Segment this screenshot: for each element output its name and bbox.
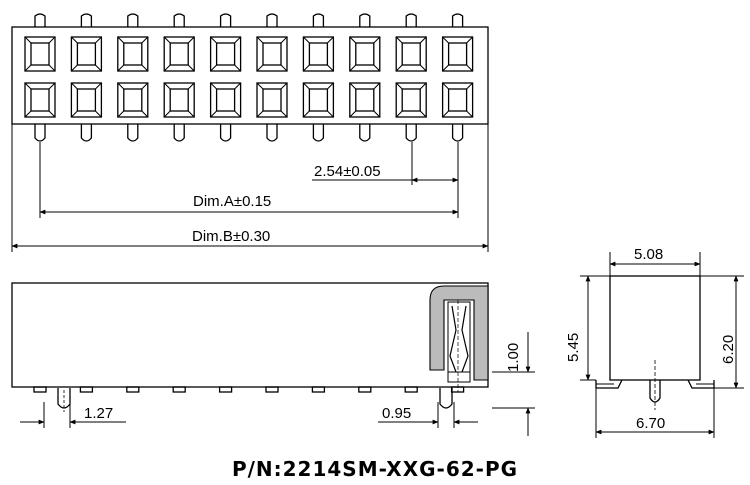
dim-a-label: Dim.A±0.15 xyxy=(193,193,271,210)
side-foot xyxy=(404,386,418,393)
top-pin-stubs xyxy=(34,13,464,27)
part-number: P/N:2214SM-XXG-62-PG xyxy=(232,457,518,481)
contact-cell xyxy=(256,36,288,72)
contact-cell xyxy=(302,82,335,118)
bottom-lead xyxy=(266,124,278,142)
side-housing xyxy=(11,282,489,388)
side-foot xyxy=(450,386,465,393)
pin-pitch-label: 1.27 xyxy=(84,405,113,422)
contact-cell xyxy=(395,36,427,72)
end-height-left-label: 5.45 xyxy=(565,333,582,362)
side-foot xyxy=(33,386,47,393)
top-pin-stub xyxy=(451,13,464,27)
bottom-lead xyxy=(127,124,139,142)
contact-cell xyxy=(70,82,103,118)
top-housing xyxy=(11,26,489,125)
height-label: 1.00 xyxy=(505,343,522,372)
top-pin-stub xyxy=(127,13,139,27)
contact-cell xyxy=(349,82,381,118)
pitch-dim-label: 2.54±0.05 xyxy=(314,163,381,180)
top-pin-stub xyxy=(405,13,417,27)
contact-cell xyxy=(441,36,474,72)
contact-cell xyxy=(163,36,195,72)
top-pin-stub xyxy=(173,13,185,27)
contact-cell xyxy=(209,36,242,72)
side-feet xyxy=(33,386,465,393)
bottom-lead xyxy=(219,124,232,142)
top-pin-stub xyxy=(266,13,278,27)
pin-width-label: 0.95 xyxy=(382,405,411,422)
side-pin-right xyxy=(439,388,453,409)
contact-cell xyxy=(349,36,381,72)
contact-cell xyxy=(256,82,288,118)
bottom-leads xyxy=(34,124,464,142)
side-foot xyxy=(218,386,233,393)
bottom-lead xyxy=(405,124,417,142)
end-width-label: 5.08 xyxy=(634,246,663,263)
contact-cell xyxy=(24,36,56,72)
bottom-lead xyxy=(80,124,93,142)
contact-array xyxy=(24,36,474,118)
top-pin-stub xyxy=(312,13,325,27)
bottom-lead xyxy=(359,124,371,142)
contact-cell xyxy=(209,82,242,118)
contact-cell xyxy=(163,82,195,118)
contact-cell xyxy=(302,36,335,72)
top-pin-stub xyxy=(219,13,232,27)
contact-cell xyxy=(117,36,149,72)
top-pin-stub xyxy=(359,13,371,27)
top-pin-stub xyxy=(34,13,46,27)
contact-cell xyxy=(70,36,103,72)
side-foot xyxy=(126,386,140,393)
end-footprint-label: 6.70 xyxy=(636,415,665,432)
side-foot xyxy=(79,386,94,393)
contact-cell xyxy=(117,82,149,118)
top-pin-stub xyxy=(80,13,93,27)
contact-cell xyxy=(395,82,427,118)
side-foot xyxy=(172,386,186,393)
bottom-lead xyxy=(34,124,46,142)
top-view xyxy=(11,13,489,252)
bottom-lead xyxy=(173,124,185,142)
dim-b-label: Dim.B±0.30 xyxy=(192,228,270,245)
bottom-lead xyxy=(312,124,325,142)
end-height-right-label: 6.20 xyxy=(720,335,737,364)
side-foot xyxy=(358,386,372,393)
side-foot xyxy=(311,386,326,393)
end-housing xyxy=(609,275,701,381)
side-view xyxy=(11,282,535,436)
contact-cell xyxy=(24,82,56,118)
end-view xyxy=(580,252,744,438)
contact-cross-section xyxy=(429,285,489,392)
contact-cell xyxy=(441,82,474,118)
side-foot xyxy=(265,386,279,393)
bottom-lead xyxy=(451,124,464,142)
